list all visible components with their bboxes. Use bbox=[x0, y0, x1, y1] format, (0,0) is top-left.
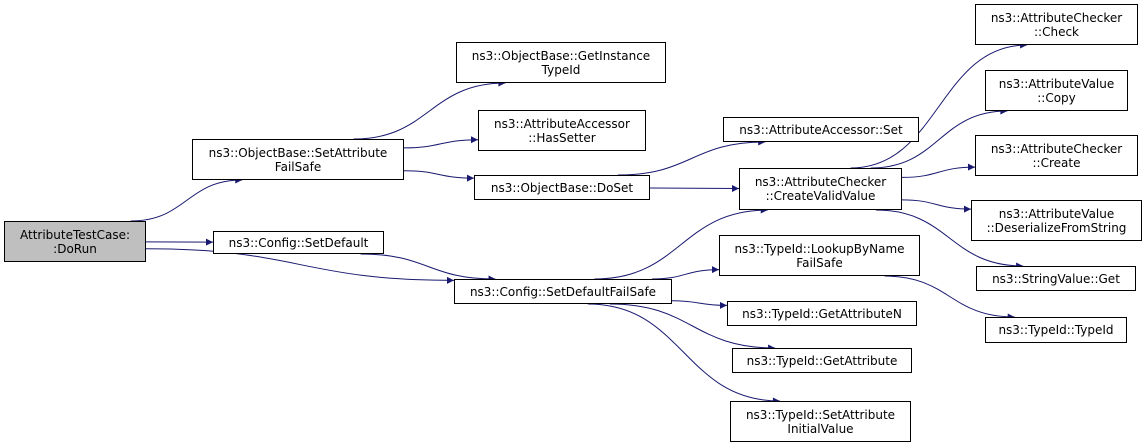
node-label-line: FailSafe bbox=[796, 255, 843, 270]
node-label-line: ns3::AttributeValue bbox=[998, 206, 1115, 221]
node-object-base-set-attribute-fail-safe[interactable]: ns3::ObjectBase::SetAttribute FailSafe bbox=[192, 139, 404, 180]
node-label-line: ns3::TypeId::SetAttribute bbox=[745, 407, 896, 422]
node-object-base-do-set[interactable]: ns3::ObjectBase::DoSet bbox=[474, 175, 650, 200]
node-label-line: ns3::AttributeAccessor bbox=[494, 116, 630, 131]
node-label-line: ::CreateValidValue bbox=[765, 189, 876, 203]
node-attribute-checker-create-valid-value[interactable]: ns3::AttributeChecker ::CreateValidValue bbox=[739, 168, 902, 210]
node-type-id-type-id[interactable]: ns3::TypeId::TypeId bbox=[985, 317, 1127, 343]
node-label-line: ns3::StringValue::Get bbox=[992, 271, 1120, 286]
node-label-line: ns3::AttributeChecker bbox=[990, 141, 1123, 156]
edge-config_set_default_fail_safe-to-create_valid_value bbox=[594, 206, 768, 280]
node-label-line: ns3::TypeId::GetAttributeN bbox=[742, 306, 902, 321]
node-attribute-value-copy[interactable]: ns3::AttributeValue ::Copy bbox=[985, 70, 1128, 111]
edge-do_set-to-create_valid_value bbox=[649, 185, 740, 193]
edge-create_valid_value-to-value_copy bbox=[870, 107, 1008, 169]
node-label-line: ns3::ObjectBase::SetAttribute bbox=[208, 145, 388, 160]
node-label-line: ns3::Config::SetDefaultFailSafe bbox=[469, 284, 657, 299]
node-attribute-value-deserialize-from-string[interactable]: ns3::AttributeValue ::DeserializeFromStr… bbox=[971, 200, 1142, 241]
node-label-line: ns3::ObjectBase::GetInstance bbox=[471, 48, 651, 63]
edge-config_set_default_fail_safe-to-get_attribute bbox=[609, 303, 776, 352]
node-label-line: ns3::TypeId::GetAttribute bbox=[746, 353, 898, 368]
edge-do_run-to-set_attribute_fail_safe bbox=[130, 176, 243, 222]
node-label-line: ns3::AttributeAccessor::Set bbox=[739, 122, 903, 137]
node-label-line: ::Create bbox=[1032, 155, 1081, 170]
node-type-id-set-attribute-initial-value[interactable]: ns3::TypeId::SetAttribute InitialValue bbox=[730, 401, 911, 442]
node-label-line: ns3::TypeId::LookupByName bbox=[734, 241, 905, 256]
edge-create_valid_value-to-checker_check bbox=[850, 41, 1028, 169]
edge-config_set_default_fail_safe-to-set_attribute_initial_value bbox=[587, 303, 780, 405]
node-label-line: :DoRun bbox=[53, 241, 97, 256]
node-label-line: ::Copy bbox=[1037, 90, 1076, 105]
node-label-line: ns3::TypeId::TypeId bbox=[998, 323, 1114, 337]
node-label-line: ::DeserializeFromString bbox=[986, 220, 1127, 235]
node-attribute-test-case-do-run: AttributeTestCase: :DoRun bbox=[4, 221, 146, 262]
node-string-value-get[interactable]: ns3::StringValue::Get bbox=[976, 266, 1136, 291]
node-label-line: ns3::AttributeValue bbox=[998, 76, 1115, 91]
node-config-set-default-fail-safe[interactable]: ns3::Config::SetDefaultFailSafe bbox=[454, 279, 672, 304]
edge-create_valid_value-to-string_value_get bbox=[875, 209, 1024, 270]
edge-create_valid_value-to-checker_create bbox=[901, 163, 976, 178]
node-attribute-checker-create[interactable]: ns3::AttributeChecker ::Create bbox=[975, 135, 1138, 176]
edge-do_set-to-accessor_set bbox=[617, 138, 766, 176]
edge-set_attribute_fail_safe-to-do_set bbox=[403, 170, 475, 182]
edge-create_valid_value-to-value_deserialize bbox=[901, 199, 972, 213]
node-label-line: AttributeTestCase: bbox=[19, 227, 131, 242]
node-type-id-get-attribute-n[interactable]: ns3::TypeId::GetAttributeN bbox=[727, 301, 917, 326]
node-config-set-default[interactable]: ns3::Config::SetDefault bbox=[213, 231, 384, 254]
edge-set_attribute_fail_safe-to-get_instance_type_id bbox=[353, 79, 506, 140]
node-label-line: ::HasSetter bbox=[528, 130, 596, 145]
edge-config_set_default_fail_safe-to-lookup_by_name_fail_safe bbox=[652, 266, 720, 280]
edge-lookup_by_name_fail_safe-to-type_id_type_id bbox=[884, 275, 1015, 321]
node-label-line: ns3::ObjectBase::DoSet bbox=[490, 180, 634, 195]
node-label-line: ns3::AttributeChecker bbox=[990, 10, 1123, 25]
node-label-line: ns3::Config::SetDefault bbox=[228, 235, 369, 250]
node-attribute-checker-check[interactable]: ns3::AttributeChecker ::Check bbox=[975, 4, 1138, 45]
node-attribute-accessor-set[interactable]: ns3::AttributeAccessor::Set bbox=[723, 117, 919, 142]
node-label-line: InitialValue bbox=[787, 421, 854, 436]
node-object-base-get-instance-type-id[interactable]: ns3::ObjectBase::GetInstance TypeId bbox=[456, 42, 666, 83]
node-label-line: ns3::AttributeChecker bbox=[754, 175, 887, 189]
node-attribute-accessor-has-setter[interactable]: ns3::AttributeAccessor ::HasSetter bbox=[478, 110, 646, 151]
edge-config_set_default-to-config_set_default_fail_safe bbox=[360, 253, 496, 283]
node-type-id-lookup-by-name-fail-safe[interactable]: ns3::TypeId::LookupByName FailSafe bbox=[719, 235, 920, 276]
edge-do_run-to-config_set_default_fail_safe bbox=[145, 248, 455, 284]
edge-config_set_default_fail_safe-to-get_attribute_n bbox=[671, 300, 728, 309]
node-label-line: FailSafe bbox=[274, 159, 322, 174]
edge-set_attribute_fail_safe-to-has_setter bbox=[403, 136, 479, 149]
node-label-line: ::Check bbox=[1034, 24, 1079, 39]
node-type-id-get-attribute[interactable]: ns3::TypeId::GetAttribute bbox=[732, 348, 912, 373]
node-label-line: TypeId bbox=[541, 62, 581, 77]
